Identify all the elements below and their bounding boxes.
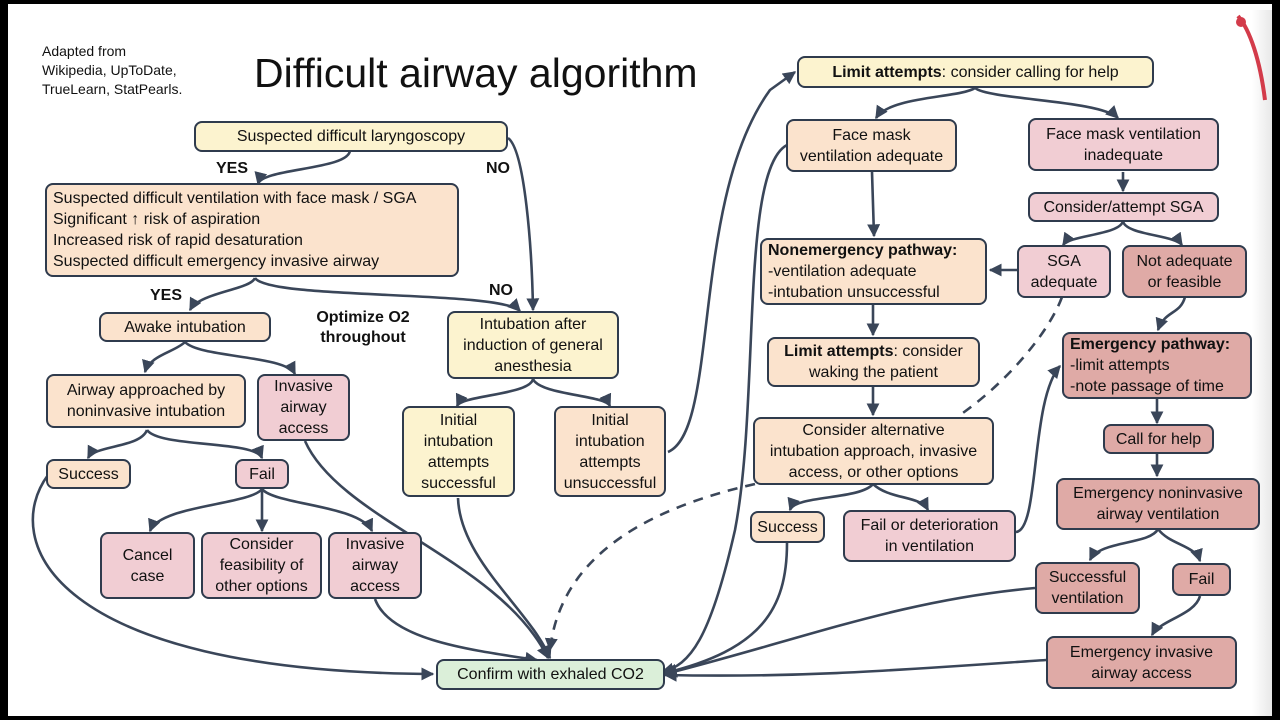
node-fail-deterioration: Fail or deterioration in ventilation <box>843 510 1016 562</box>
label-no-1: NO <box>486 160 510 177</box>
edge-fail2-invasive <box>1150 595 1202 637</box>
edge-sga-adequate <box>1061 220 1125 247</box>
edge-successful-vent-confirm <box>663 586 1036 678</box>
edge-induction-successful <box>455 378 535 408</box>
node-invasive-airway-access-2: Invasive airway access <box>328 532 422 599</box>
edge-facemask-nonemergency <box>867 171 881 238</box>
page-title: Difficult airway algorithm <box>254 50 698 96</box>
edge-awake-airway <box>142 341 186 374</box>
edge-airway-fail <box>145 429 264 460</box>
node-emergency-noninvasive: Emergency noninvasive airway ventilation <box>1056 478 1260 530</box>
limit-waking-bold: Limit attempts <box>784 343 894 360</box>
node-nonemergency-pathway: Nonemergency pathway: -ventilation adequa… <box>760 238 987 305</box>
edge-dashed-consider-confirm <box>544 482 756 652</box>
node-fail-1: Fail <box>235 459 289 489</box>
emergency-items: -limit attempts -note passage of time <box>1070 357 1224 395</box>
node-invasive-airway-access-1: Invasive airway access <box>257 374 350 441</box>
node-sga-adequate: SGA adequate <box>1017 245 1111 298</box>
node-airway-noninvasive: Airway approached by noninvasive intubat… <box>46 374 246 428</box>
nonemergency-title: Nonemergency pathway: <box>768 242 958 259</box>
edge-facemask-confirm <box>660 143 788 676</box>
node-consider-alternative: Consider alternative intubation approach… <box>753 417 994 485</box>
label-yes-2: YES <box>150 287 183 304</box>
node-fail-2: Fail <box>1172 563 1231 596</box>
annotation-red-mark <box>1236 14 1267 101</box>
node-limit-attempts-waking: Limit attempts: consider waking the pati… <box>767 337 980 387</box>
edge-successful-confirm <box>456 497 552 660</box>
node-consider-attempt-sga: Consider/attempt SGA <box>1028 192 1219 222</box>
limit-waking-rest: : consider waking the patient <box>809 343 963 381</box>
node-success-2: Success <box>750 511 825 543</box>
edge-consider-success <box>787 483 875 512</box>
edge-unsuccessful-limit <box>667 70 797 454</box>
node-consider-feasibility: Consider feasibility of other options <box>201 532 322 599</box>
node-cancel-case: Cancel case <box>100 532 195 599</box>
edge-emergency-invasive-confirm <box>663 658 1047 682</box>
node-face-mask-inadequate: Face mask ventilation inadequate <box>1028 118 1219 171</box>
edge-noninvasive-fail <box>1156 528 1203 563</box>
edge-invasive2-confirm <box>373 598 539 665</box>
emergency-title: Emergency pathway: <box>1070 336 1231 353</box>
nonemergency-items: -ventilation adequate -intubation unsucc… <box>768 263 940 301</box>
label-yes-1: YES <box>216 160 249 177</box>
edge-induction-unsuccessful <box>531 378 612 408</box>
node-initial-attempts-successful: Initial intubation attempts successful <box>402 406 515 497</box>
edge-airway-success <box>86 429 149 460</box>
edge-laryngoscopy-no <box>507 136 540 312</box>
attribution-text: Adapted from Wikipedia, UpToDate, TrueLe… <box>42 43 183 97</box>
edge-limit-inadequate <box>974 86 1119 120</box>
node-initial-attempts-unsuccessful: Initial intubation attempts unsuccessful <box>554 406 666 497</box>
node-success-1: Success <box>46 459 131 489</box>
node-awake-intubation: Awake intubation <box>99 312 271 342</box>
edge-awake-invasive <box>184 340 297 376</box>
edge-risk-no <box>253 277 521 313</box>
edge-success1-confirm <box>31 474 435 681</box>
node-emergency-pathway: Emergency pathway: -limit attempts -note … <box>1062 332 1252 399</box>
node-face-mask-adequate: Face mask ventilation adequate <box>786 119 957 172</box>
edge-laryngoscopy-yes <box>254 149 352 186</box>
node-risk-factors: Suspected difficult ventilation with fac… <box>45 183 459 277</box>
edge-risk-yes <box>188 277 257 312</box>
edge-notadequate-emergency <box>1155 296 1187 332</box>
node-limit-attempts-calling-help: Limit attempts: consider calling for hel… <box>797 56 1154 88</box>
node-confirm-exhaled-co2: Confirm with exhaled CO2 <box>436 659 665 690</box>
edge-sga-notadequate <box>1121 220 1184 247</box>
node-call-for-help: Call for help <box>1103 424 1214 454</box>
limit-attempts-bold: Limit attempts <box>832 63 942 81</box>
node-not-adequate-feasible: Not adequate or feasible <box>1122 245 1247 298</box>
node-emergency-invasive: Emergency invasive airway access <box>1046 636 1237 689</box>
label-optimize-o2: Optimize O2 throughout <box>316 309 410 346</box>
edge-noninvasive-successful <box>1088 528 1160 562</box>
edge-fail-emergency <box>1015 365 1061 534</box>
limit-attempts-rest: : consider calling for help <box>941 63 1119 81</box>
node-successful-ventilation: Successful ventilation <box>1035 562 1140 614</box>
edge-consider-fail <box>872 483 930 512</box>
page-edge <box>1252 10 1272 716</box>
edge-fail-invasive <box>260 488 374 533</box>
node-suspected-difficult-laryngoscopy: Suspected difficult laryngoscopy <box>194 121 508 152</box>
edge-success2-confirm <box>663 542 789 677</box>
edge-fail-cancel <box>148 488 264 533</box>
node-intubation-after-induction: Intubation after induction of general an… <box>447 311 619 379</box>
annotation-red-dot <box>1236 17 1246 27</box>
label-no-2: NO <box>489 282 513 299</box>
edge-limit-facemask <box>874 86 976 120</box>
